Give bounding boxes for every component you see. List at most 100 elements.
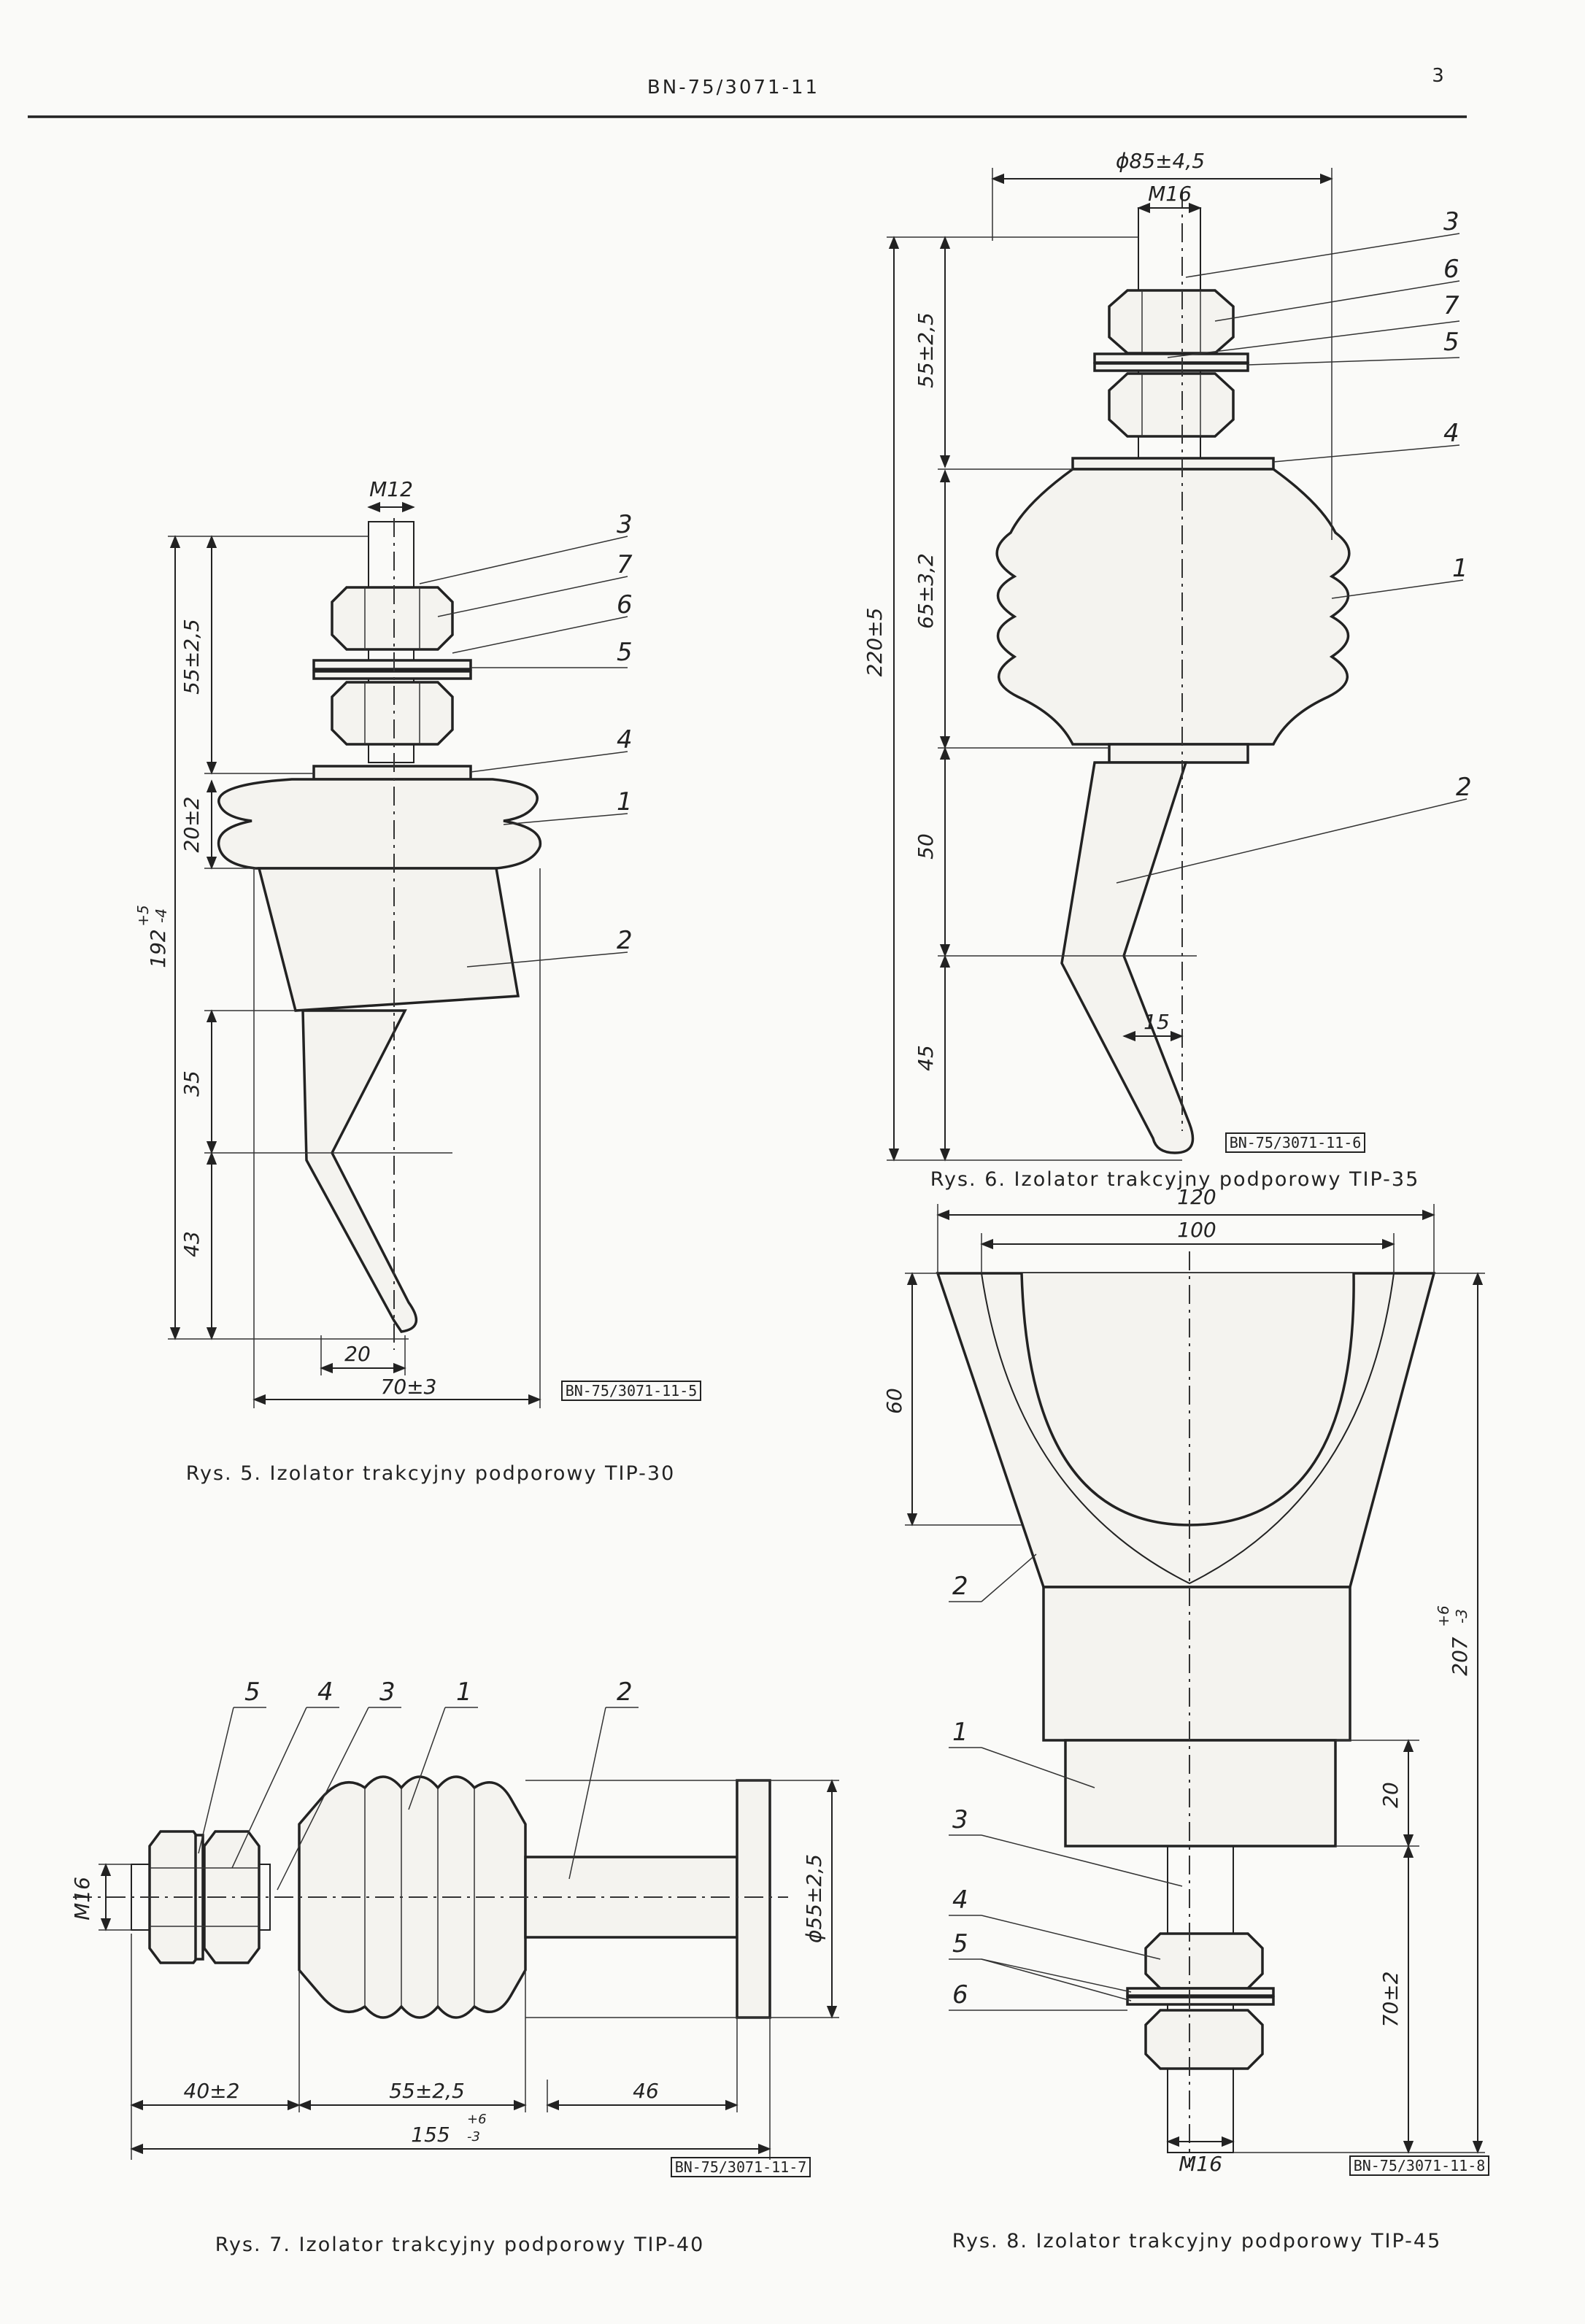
fig5-callout-4: 4 [617, 725, 633, 754]
fig8-dim-100: 100 [1177, 1218, 1216, 1242]
fig8-callout-3: 3 [952, 1805, 968, 1834]
fig5-dim-35: 35 [180, 1070, 204, 1097]
fig8-callouts: 2 1 3 4 5 6 [949, 1553, 1183, 2011]
fig8-dim-207-plus: +6 [1435, 1605, 1452, 1626]
fig5-dim-m12: M12 [369, 477, 413, 501]
fig6-callout-6: 6 [1443, 255, 1459, 284]
fig8-dim-70: 70±2 [1378, 1972, 1403, 2028]
fig6-stamp: BN-75/3071-11-6 [1230, 1134, 1362, 1151]
fig6-callout-7: 7 [1443, 291, 1459, 320]
fig7-callout-5: 5 [244, 1678, 261, 1707]
fig8-base [1064, 1739, 1337, 1848]
fig6-dim-220: 220±5 [863, 608, 887, 677]
fig5-callout-2: 2 [617, 926, 633, 955]
fig5-cap [312, 765, 472, 781]
fig8-dim-120: 120 [1177, 1185, 1216, 1209]
fig7-dim-155-plus: +6 [467, 2112, 487, 2127]
fig7-dim-40: 40±2 [184, 2079, 240, 2103]
fig6-callout-4: 4 [1443, 419, 1459, 448]
fig5-callout-7: 7 [617, 550, 633, 579]
fig7-dim-155: 155 [411, 2123, 450, 2147]
figure-5: M12 55±2,5 20±2 192 +5 -4 35 43 20 70±3 … [134, 477, 701, 1485]
fig6-stamp-box [1225, 1132, 1365, 1153]
fig6-caption: Rys. 6. Izolator trakcyjny podporowy TIP… [930, 1168, 1420, 1191]
fig8-stamp: BN-75/3071-11-8 [1354, 2157, 1486, 2174]
fig5-callout-6: 6 [617, 590, 633, 619]
fig6-dim-65: 65±3,2 [914, 553, 938, 629]
fig5-washer [312, 659, 472, 671]
fig7-nut-inner [203, 1830, 261, 1964]
fig5-stamp-box [561, 1381, 701, 1401]
fig5-dim-192-minus: -4 [153, 908, 170, 923]
fig7-stamp: BN-75/3071-11-7 [675, 2158, 807, 2176]
fig5-callout-3: 3 [617, 510, 633, 539]
fig7-callouts: 5 4 3 1 2 [198, 1678, 639, 1891]
fig6-washer [1093, 352, 1249, 364]
fig5-callouts: 3 7 6 5 4 1 2 [419, 510, 633, 968]
fig8-nut-upper [1144, 1932, 1264, 1990]
fig8-dim-207-minus: -3 [1453, 1609, 1470, 1624]
figure-6: ϕ85±4,5 M16 55±2,5 220±5 65±3,2 50 45 15… [863, 149, 1472, 1191]
fig7-callout-1: 1 [456, 1678, 472, 1707]
fig8-cup-inner-outline [981, 1273, 1395, 1585]
fig8-dim-60: 60 [882, 1388, 906, 1414]
fig6-dim-15: 15 [1144, 1010, 1170, 1034]
page-header: BN-75/3071-11 3 [28, 65, 1467, 118]
fig6-callout-3: 3 [1443, 207, 1459, 236]
fig7-dim-m16: M16 [70, 1877, 94, 1920]
fig6-dim-45: 45 [914, 1045, 938, 1071]
fig5-nut-upper [331, 586, 454, 651]
fig5-dim-192: 192 [146, 929, 170, 968]
fig6-callouts: 3 6 7 5 4 1 2 [1116, 207, 1472, 884]
figure-7: M16 ϕ55±2,5 40±2 55±2,5 46 155 +6 -3 5 4… [70, 1678, 839, 2256]
fig7-callout-4: 4 [317, 1678, 333, 1707]
fig5-dim-55: 55±2,5 [180, 619, 204, 695]
fig5-callout-1: 1 [617, 787, 633, 817]
fig6-nut-upper [1108, 289, 1235, 355]
fig6-dim-55: 55±2,5 [914, 312, 938, 388]
fig5-hook [301, 1009, 418, 1333]
fig7-stamp-box [671, 2157, 811, 2177]
figure-8: 120 100 60 207 +6 -3 20 70±2 M16 2 1 3 4… [882, 1185, 1489, 2252]
fig6-base [1108, 743, 1249, 764]
fig8-spring-washer [1126, 1996, 1275, 2006]
fig7-callout-2: 2 [617, 1678, 633, 1707]
fig8-stamp-box [1349, 2155, 1489, 2176]
fig6-callout-2: 2 [1456, 773, 1472, 802]
fig8-callout-5: 5 [952, 1929, 968, 1958]
fig5-base [257, 867, 520, 1012]
fig6-callout-1: 1 [1452, 554, 1468, 583]
fig6-cap [1071, 457, 1275, 471]
fig5-dim-70: 70±3 [381, 1375, 437, 1399]
fig8-callout-1: 1 [952, 1718, 968, 1747]
fig5-stamp: BN-75/3071-11-5 [566, 1382, 698, 1400]
fig5-callout-5: 5 [617, 638, 633, 667]
fig8-nut-lower [1144, 2009, 1264, 2070]
fig5-insulator-body [217, 778, 542, 870]
fig6-spring-washer [1093, 362, 1249, 372]
fig5-dim-20: 20±2 [180, 797, 204, 853]
fig5-nut-lower [331, 681, 454, 746]
fig8-dim-m16: M16 [1179, 2152, 1222, 2176]
fig7-callout-3: 3 [379, 1678, 396, 1707]
fig7-caption: Rys. 7. Izolator trakcyjny podporowy TIP… [215, 2234, 705, 2256]
fig6-callout-5: 5 [1443, 328, 1459, 357]
fig7-dim-46: 46 [633, 2079, 659, 2103]
page-number: 3 [1432, 65, 1446, 87]
fig8-callout-6: 6 [952, 1980, 968, 2010]
fig7-dim-phi55: ϕ55±2,5 [802, 1854, 826, 1943]
fig8-callout-4: 4 [952, 1885, 968, 1915]
doc-number: BN-75/3071-11 [647, 77, 820, 99]
fig8-caption: Rys. 8. Izolator trakcyjny podporowy TIP… [952, 2230, 1442, 2252]
fig5-spring-washer [312, 670, 472, 680]
fig8-dim-20: 20 [1378, 1782, 1403, 1808]
fig5-dim-43: 43 [180, 1231, 204, 1257]
fig6-dim-m16: M16 [1148, 182, 1192, 206]
fig6-hook [1060, 761, 1195, 1154]
fig8-dim-207: 207 [1448, 1637, 1472, 1676]
fig7-flange [736, 1779, 771, 2019]
fig5-dim-192-plus: +5 [134, 905, 152, 926]
fig5-dim-20-bottom: 20 [344, 1342, 371, 1366]
fig8-body [1042, 1586, 1351, 1742]
